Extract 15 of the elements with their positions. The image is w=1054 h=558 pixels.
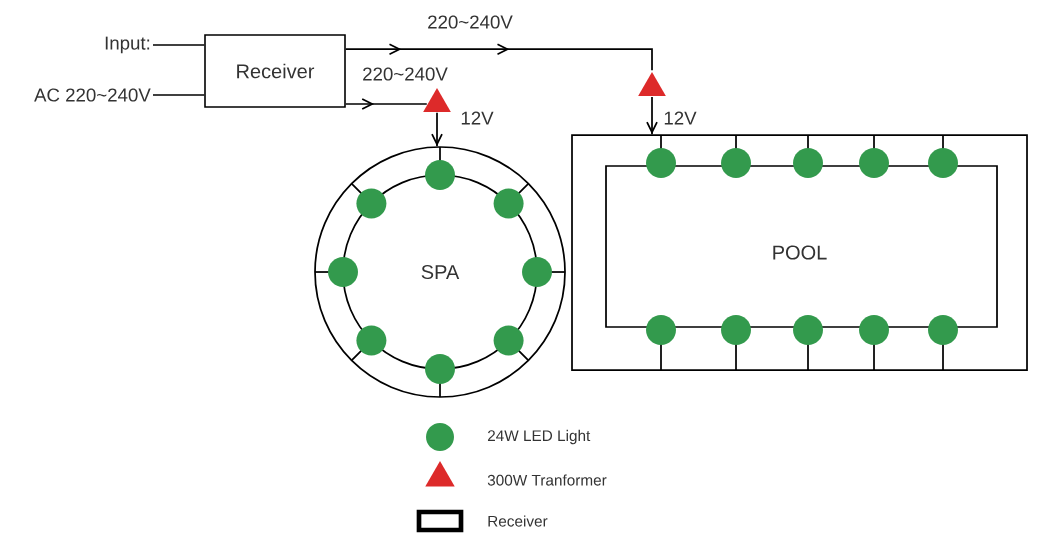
transformer-triangle [638,72,666,96]
edge-label: 12V [461,111,494,125]
edge-label: 220~240V [363,67,448,81]
arrow [646,96,658,135]
transformer-triangle [423,88,451,112]
legend-label: 24W LED Light [488,429,591,445]
edge-label: 220~240V [428,15,513,29]
pool-rectangle: POOL [571,134,1028,371]
input-label: AC 220~240V [34,88,151,102]
legend-label: Receiver [488,515,548,527]
receiver-box: Receiver [204,34,346,108]
legend-label: 300W Tranformer [487,474,607,486]
edge-label: 12V [664,111,697,125]
input-label: Input: [105,36,150,54]
arrow [431,112,443,147]
